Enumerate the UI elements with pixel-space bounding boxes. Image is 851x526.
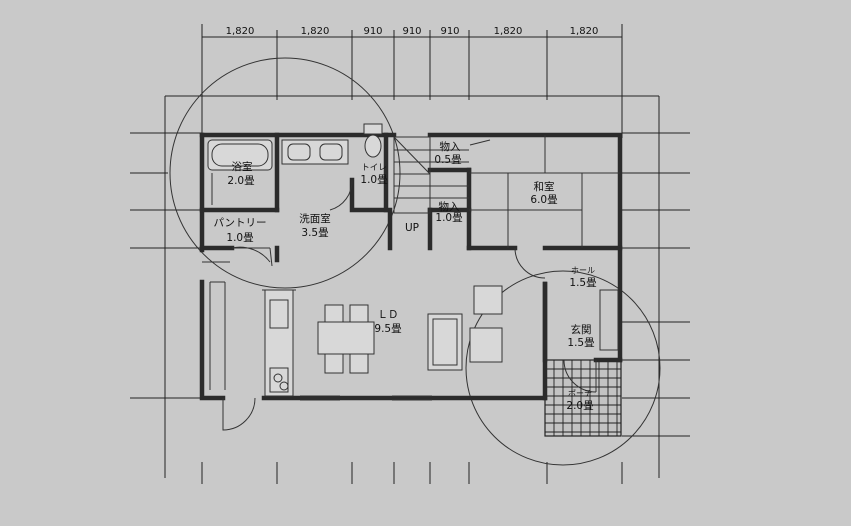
highlight-circle-wet-area — [169, 57, 401, 289]
dimension-label: 1,820 — [226, 26, 255, 37]
stair-up-label: UP — [405, 222, 419, 234]
bathtub — [207, 139, 273, 171]
room-name: パントリー — [213, 217, 266, 229]
dining-chair — [349, 304, 369, 323]
dining-chair — [324, 353, 344, 374]
room-size: 2.0畳 — [566, 400, 594, 412]
room-name: トイレ — [361, 163, 387, 173]
dimension-chain: 1,820 1,820 910 910 910 1,820 1,820 — [201, 24, 623, 138]
room-name: 玄関 — [571, 323, 592, 336]
washbasin — [281, 139, 349, 165]
door-swings — [222, 139, 597, 431]
kitchen-counter — [264, 289, 294, 397]
dimension-label: 910 — [402, 26, 421, 37]
dining-chair — [324, 304, 344, 323]
room-size: 0.5畳 — [434, 154, 462, 166]
room-size: 2.0畳 — [227, 175, 255, 187]
dimension-label: 910 — [363, 26, 382, 37]
side-table — [473, 285, 503, 315]
room-size: 1.0畳 — [226, 232, 254, 244]
highlight-circle-entrance — [465, 270, 661, 466]
grid-lines — [130, 95, 690, 484]
room-name: 物入 — [440, 140, 461, 153]
room-name: ホール — [571, 266, 595, 275]
side-table — [469, 327, 503, 363]
room-size: 1.0畳 — [360, 174, 388, 186]
partitions — [202, 135, 620, 401]
room-labels: 浴室 2.0畳 トイレ 1.0畳 洗面室 3.5畳 パントリー 1.0畳 物入 … — [213, 140, 597, 412]
room-size: 1.5畳 — [569, 277, 597, 289]
room-name: 物入 — [439, 200, 460, 213]
dimension-label: 1,820 — [570, 26, 599, 37]
sofa — [427, 313, 463, 371]
dimension-label: 910 — [440, 26, 459, 37]
room-name: ポーチ — [568, 389, 592, 398]
room-size: 9.5畳 — [374, 323, 402, 335]
dimension-label: 1,820 — [301, 26, 330, 37]
dimension-label: 1,820 — [494, 26, 523, 37]
porch-tiles — [544, 359, 622, 437]
room-size: 1.0畳 — [435, 212, 463, 224]
room-name: 和室 — [534, 180, 555, 193]
fixtures — [207, 123, 619, 397]
room-name: ＬＤ — [378, 309, 399, 321]
room-size: 3.5畳 — [301, 227, 329, 239]
toilet-fixture — [363, 123, 383, 135]
room-name: 洗面室 — [299, 212, 331, 225]
dining-table — [317, 321, 375, 355]
staircase: UP — [393, 136, 469, 234]
room-size: 6.0畳 — [530, 194, 558, 206]
room-size: 1.5畳 — [567, 337, 595, 349]
room-name: 浴室 — [232, 160, 253, 173]
dining-chair — [349, 353, 369, 374]
